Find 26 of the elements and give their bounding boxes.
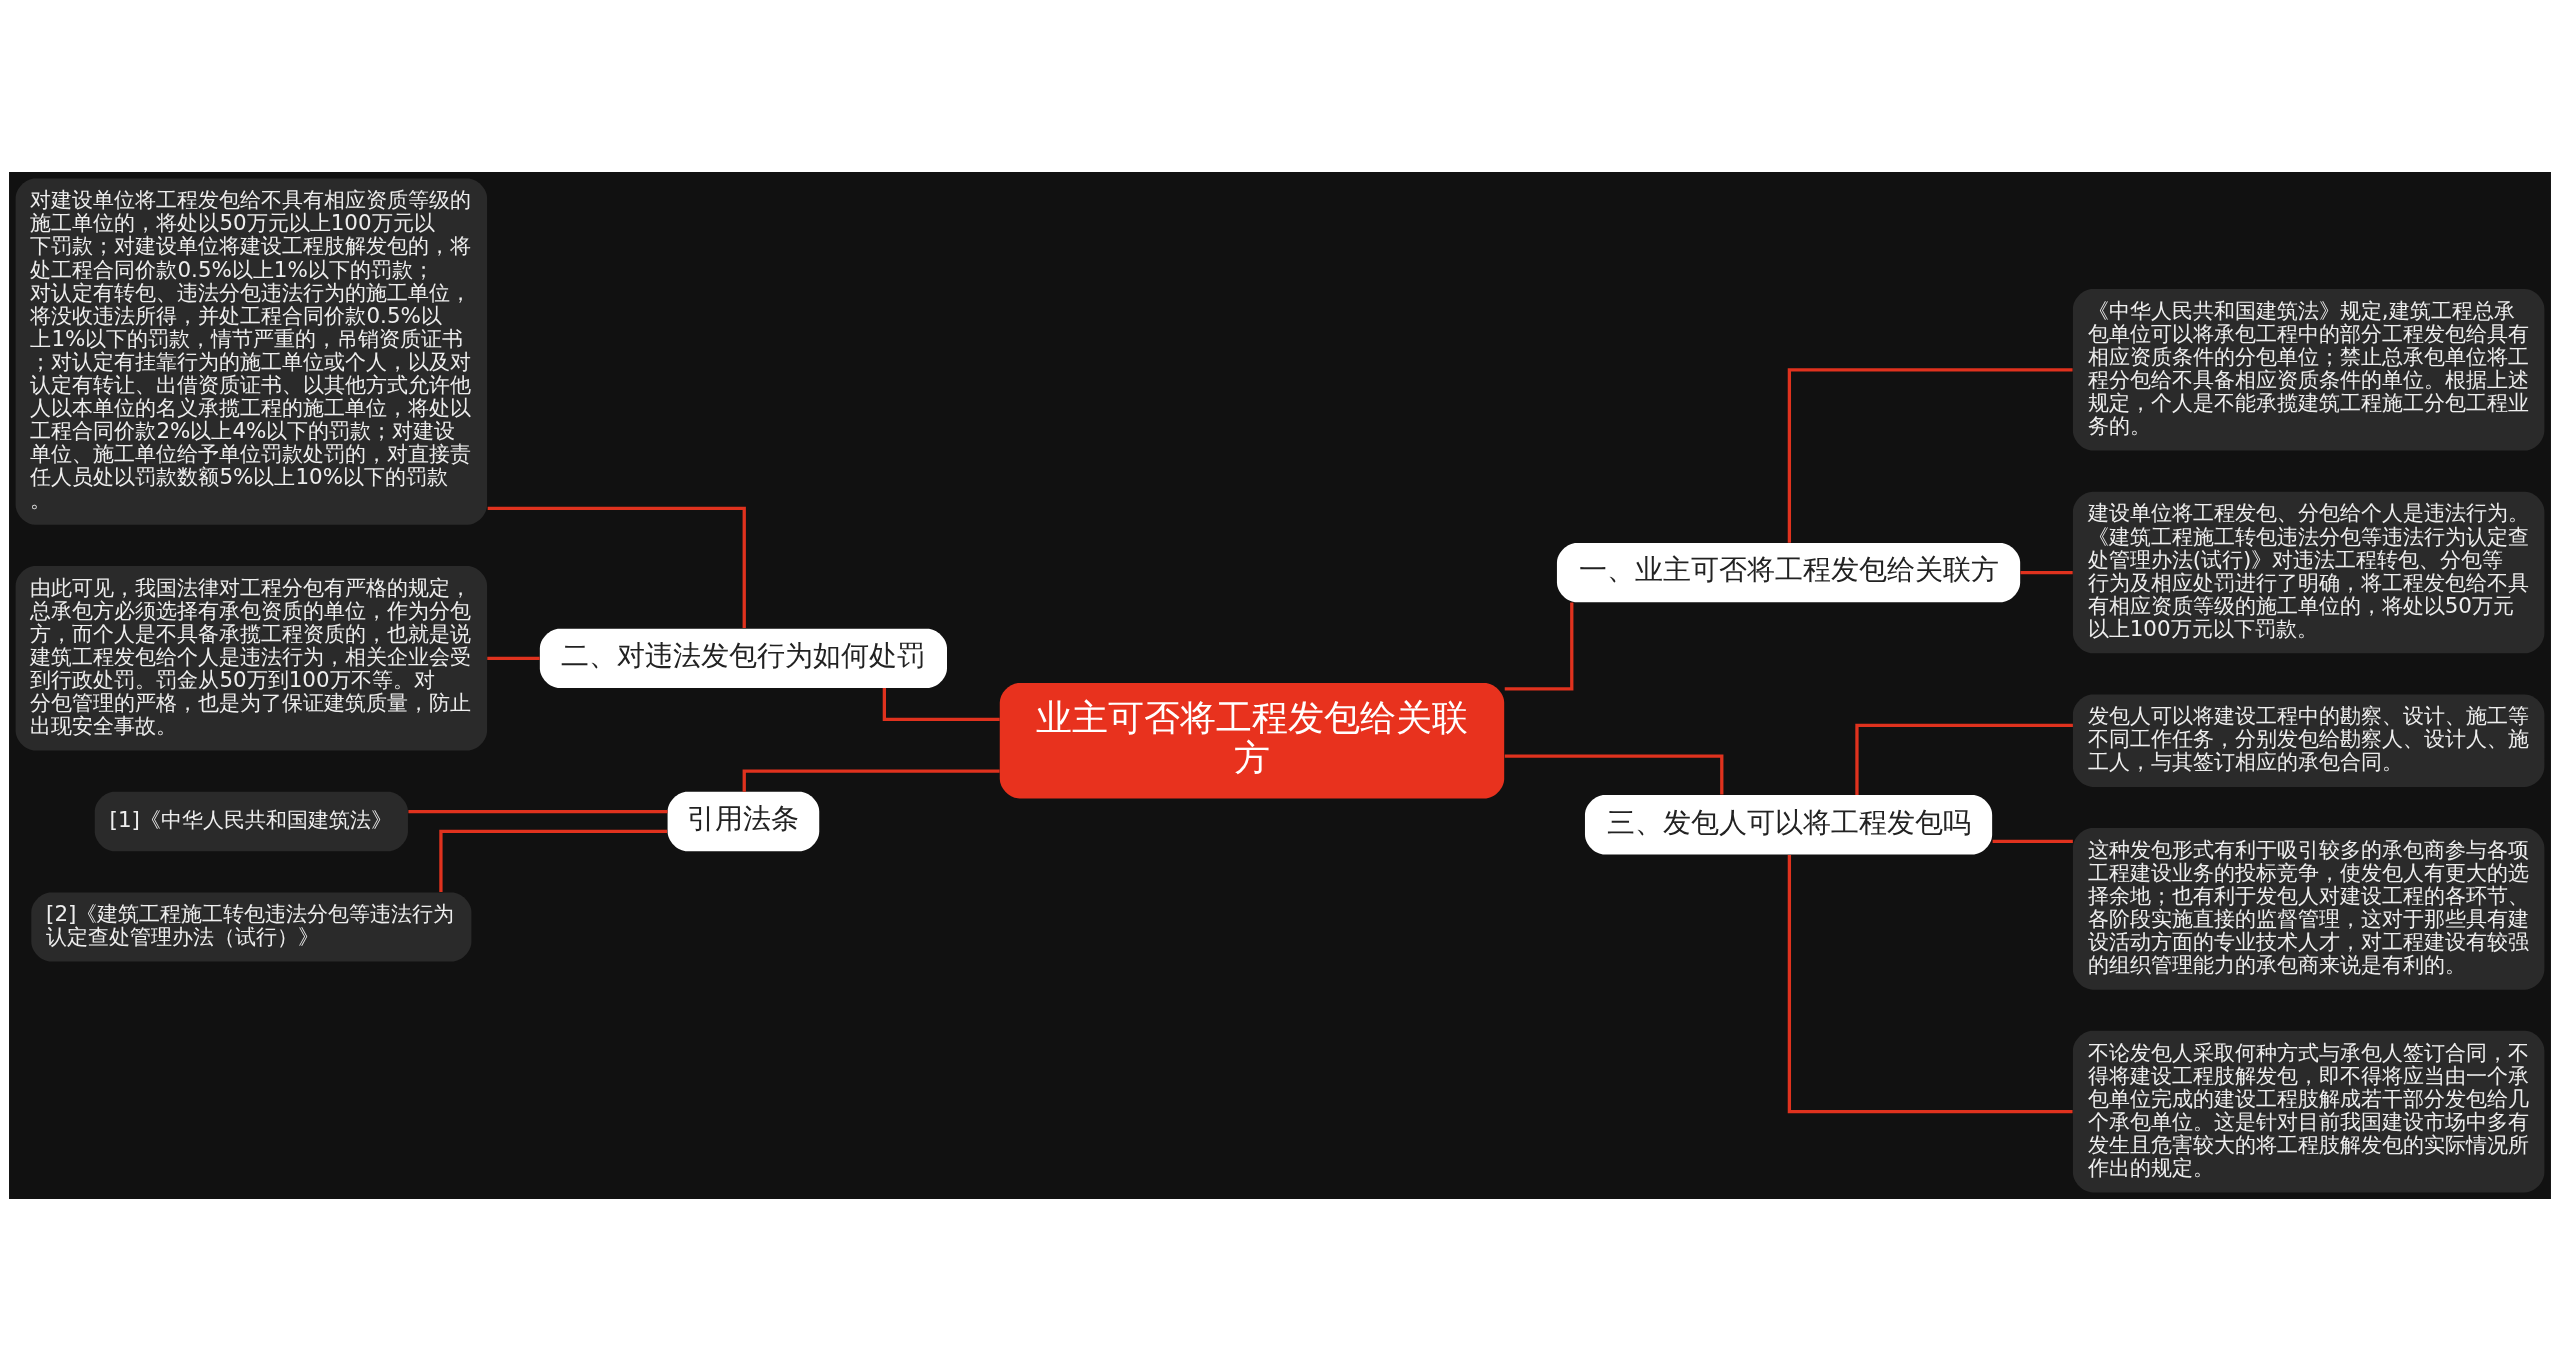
node-box: [1]《中华人民共和国建筑法》 — [94, 791, 408, 851]
connector — [1992, 839, 2073, 843]
connector — [487, 506, 746, 628]
node-box: 《中华人民共和国建筑法》规定,建筑工程总承包单位可以将承包工程中的部分工程发包给具有相应资质条件的分包单位；禁止总承包单位将工程分包给不具备相应资质条件的单位。根据上述规定，个人是不能承揽建筑工程施工分包工程业务的。 — [2072, 288, 2545, 451]
connector — [487, 656, 540, 660]
connector — [2020, 570, 2073, 574]
node-box: 三、发包人可以将工程发包吗 — [1584, 794, 1993, 854]
connector — [1504, 753, 1724, 794]
node-box: 二、对违法发包行为如何处罚 — [539, 628, 947, 688]
node-box: 对建设单位将工程发包给不具有相应资质等级的施工单位的，将处以50万元以上100万元以下罚款；对建设单位将建设工程肢解发包的，将处工程合同价款0.5%以上1%以下的罚款；对认定有转包、违法分包违法行为的施工单位，将没收违法所得，并处工程合同价款0.5%以上1%以下的罚款，情节严重的，吊销资质证书；对认定有挂靠行为的施工单位或个人，以及对认定有转让、出借资质证书、以其他方式允许他人以本单位的名义承揽工程的施工单位，将处以工程合同价款2%以上4%以下的罚款；对建设单位、施工单位给予单位罚款处罚的，对直接责任人员处以罚款数额5%以上10%以下的罚款。 — [15, 178, 488, 525]
node-box: 这种发包形式有利于吸引较多的承包商参与各项工程建设业务的投标竞争，使发包人有更大的选择余地；也有利于发包人对建设工程的各环节、各阶段实施直接的监督管理，这对于那些具有建设活动方面的专业技术人才，对工程建设有较强的组织管理能力的承包商来说是有利的。 — [2072, 827, 2545, 990]
connector — [439, 829, 668, 892]
connector — [1787, 854, 2073, 1113]
connector — [408, 809, 668, 813]
node-box: 一、业主可否将工程发包给关联方 — [1556, 542, 2021, 602]
connector — [1855, 723, 2073, 795]
node-box: [2]《建筑工程施工转包违法分包等违法行为认定查处管理办法（试行）》 — [31, 891, 472, 962]
connector — [1787, 367, 2073, 543]
node-box: 引用法条 — [667, 791, 820, 851]
connector — [1504, 602, 1574, 690]
node-box: 不论发包人采取何种方式与承包人签订合同，不得将建设工程肢解发包，即不得将应当由一个承包单位完成的建设工程肢解成若干部分发包给几个承包单位。这是针对目前我国建设市场中多有发生且危害较大的将工程肢解发包的实际情况所作出的规定。 — [2072, 1030, 2545, 1192]
node-box: 发包人可以将建设工程中的勘察、设计、施工等不同工作任务，分别发包给勘察人、设计人、施工人，与其签订相应的承包合同。 — [2072, 694, 2545, 787]
connector — [742, 769, 1000, 792]
node-box: 业主可否将工程发包给关联方 — [999, 682, 1505, 798]
node-box: 建设单位将工程发包、分包给个人是违法行为。《建筑工程施工转包违法分包等违法行为认定查处管理办法(试行)》对违法工程转包、分包等行为及相应处罚进行了明确，将工程发包给不具有相应资质等级的施工单位的，将处以50万元以上100万元以下罚款。 — [2072, 491, 2545, 653]
node-box: 由此可见，我国法律对工程分包有严格的规定，总承包方必须选择有承包资质的单位，作为分包方，而个人是不具备承揽工程资质的，也就是说建筑工程发包给个人是违法行为，相关企业会受到行政处罚。罚金从50万到100万不等。对分包管理的严格，也是为了保证建筑质量，防止出现安全事故。 — [15, 565, 488, 751]
